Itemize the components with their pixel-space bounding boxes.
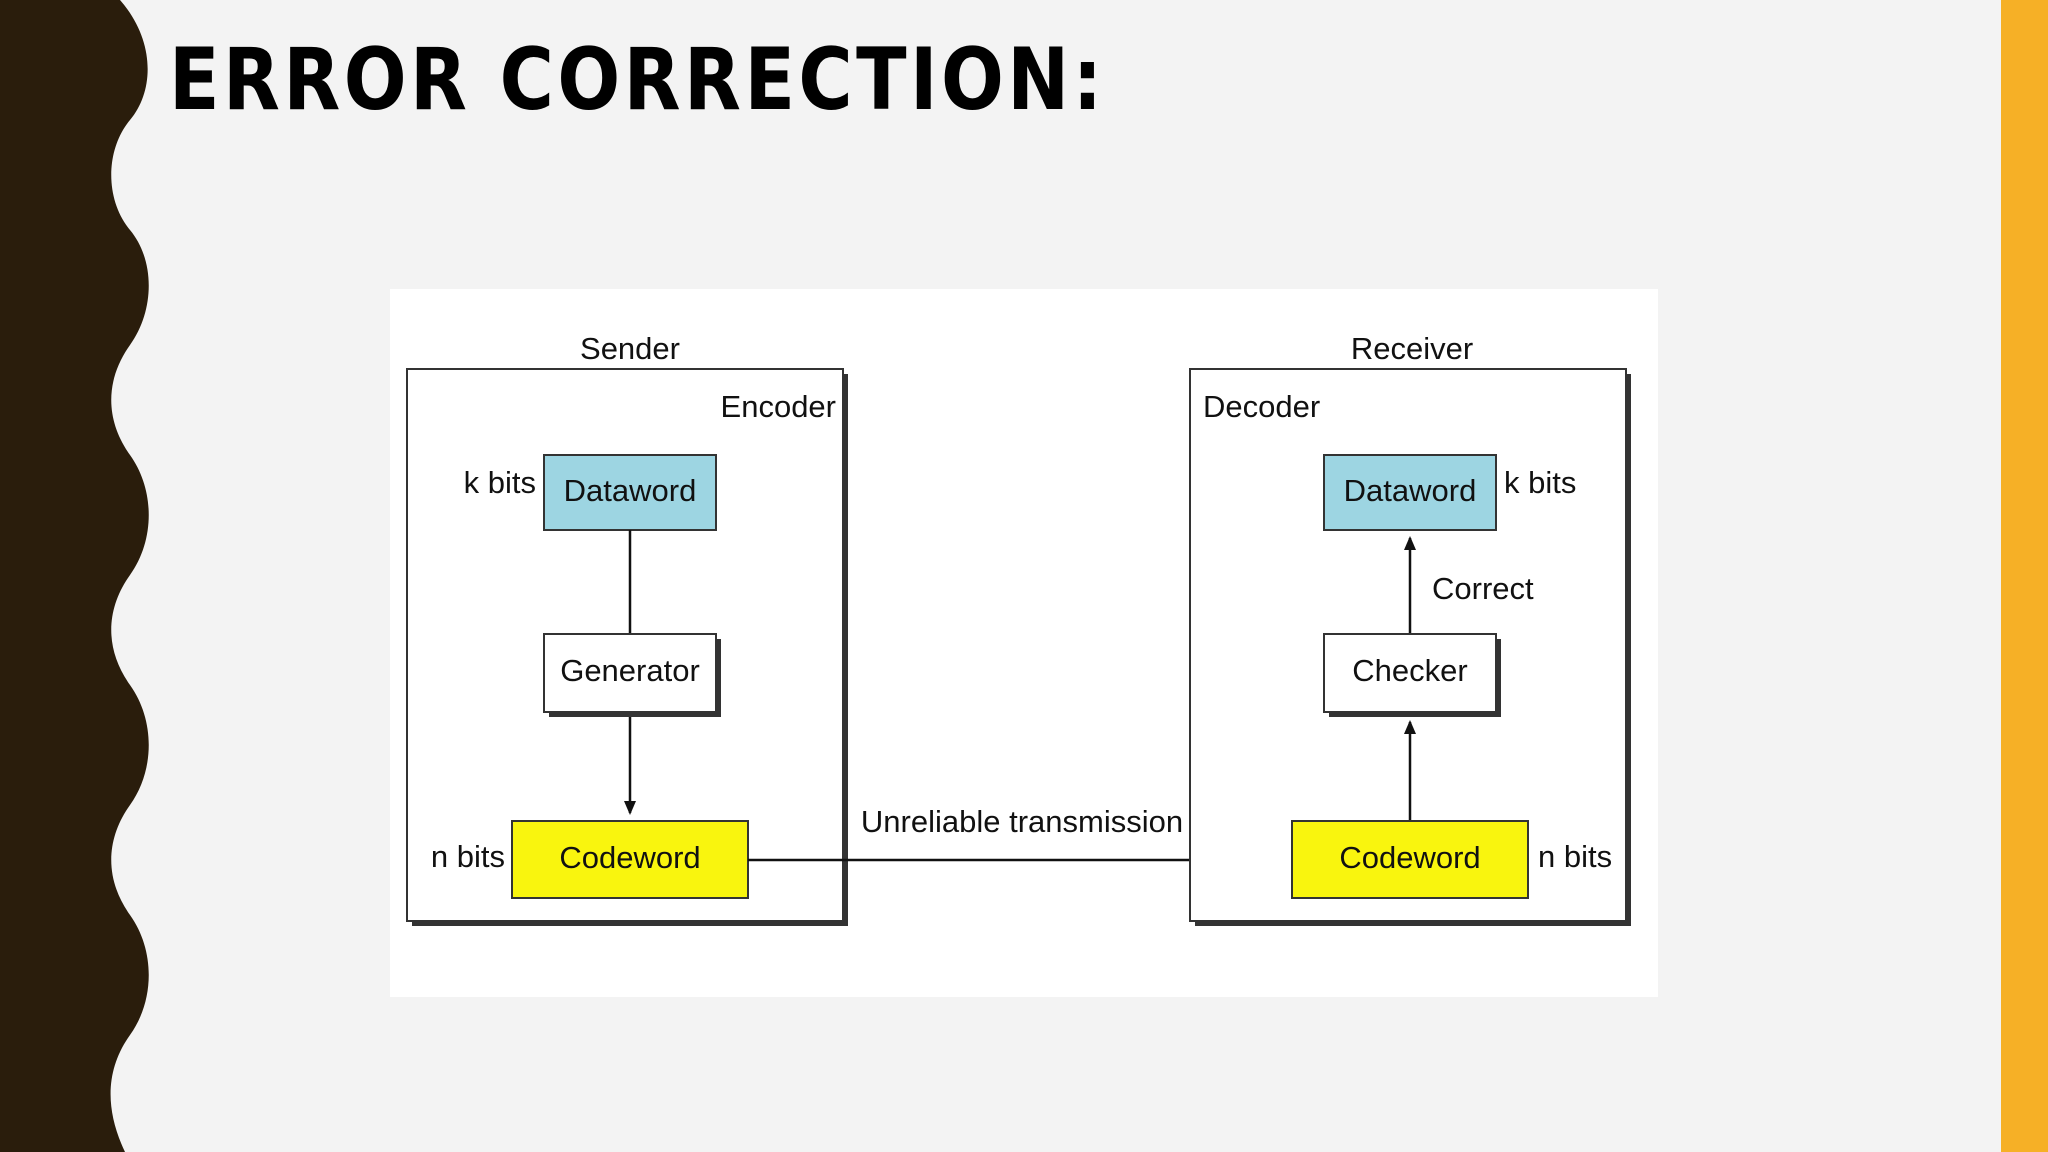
encoder-label: Encoder (721, 389, 836, 424)
receiver-codeword-bits: n bits (1538, 839, 1612, 874)
generator-box (543, 633, 717, 713)
sender-codeword-bits: n bits (431, 839, 505, 874)
checker-label: Checker (1352, 653, 1467, 688)
receiver-dataword-label: Dataword (1344, 473, 1477, 508)
right-accent-band (2001, 0, 2048, 1152)
transmission-label: Unreliable transmission (861, 804, 1183, 839)
diagram-canvas: Sender Encoder k bits Dataword Generator… (406, 331, 1631, 926)
correct-label: Correct (1432, 571, 1534, 606)
receiver-dataword-box (1323, 454, 1497, 531)
sender-group: Sender Encoder k bits Dataword Generator… (406, 331, 848, 926)
left-wavy-band (0, 0, 149, 1152)
checker-box (1323, 633, 1497, 713)
sender-label: Sender (580, 331, 680, 366)
receiver-dataword-bits: k bits (1504, 465, 1576, 500)
receiver-codeword-label: Codeword (1339, 840, 1480, 875)
sender-dataword-label: Dataword (564, 473, 697, 508)
sender-dataword-bits: k bits (464, 465, 536, 500)
slide-title: ERROR CORRECTION: (169, 30, 1106, 130)
sender-dataword-box (543, 454, 717, 531)
generator-label: Generator (560, 653, 700, 688)
receiver-codeword-box (1291, 820, 1529, 899)
sender-codeword-label: Codeword (559, 840, 700, 875)
decoder-label: Decoder (1203, 389, 1320, 424)
error-correction-diagram: Sender Encoder k bits Dataword Generator… (390, 289, 1658, 997)
receiver-label: Receiver (1351, 331, 1473, 366)
receiver-group: Receiver Decoder Dataword k bits Correct… (1189, 331, 1631, 926)
